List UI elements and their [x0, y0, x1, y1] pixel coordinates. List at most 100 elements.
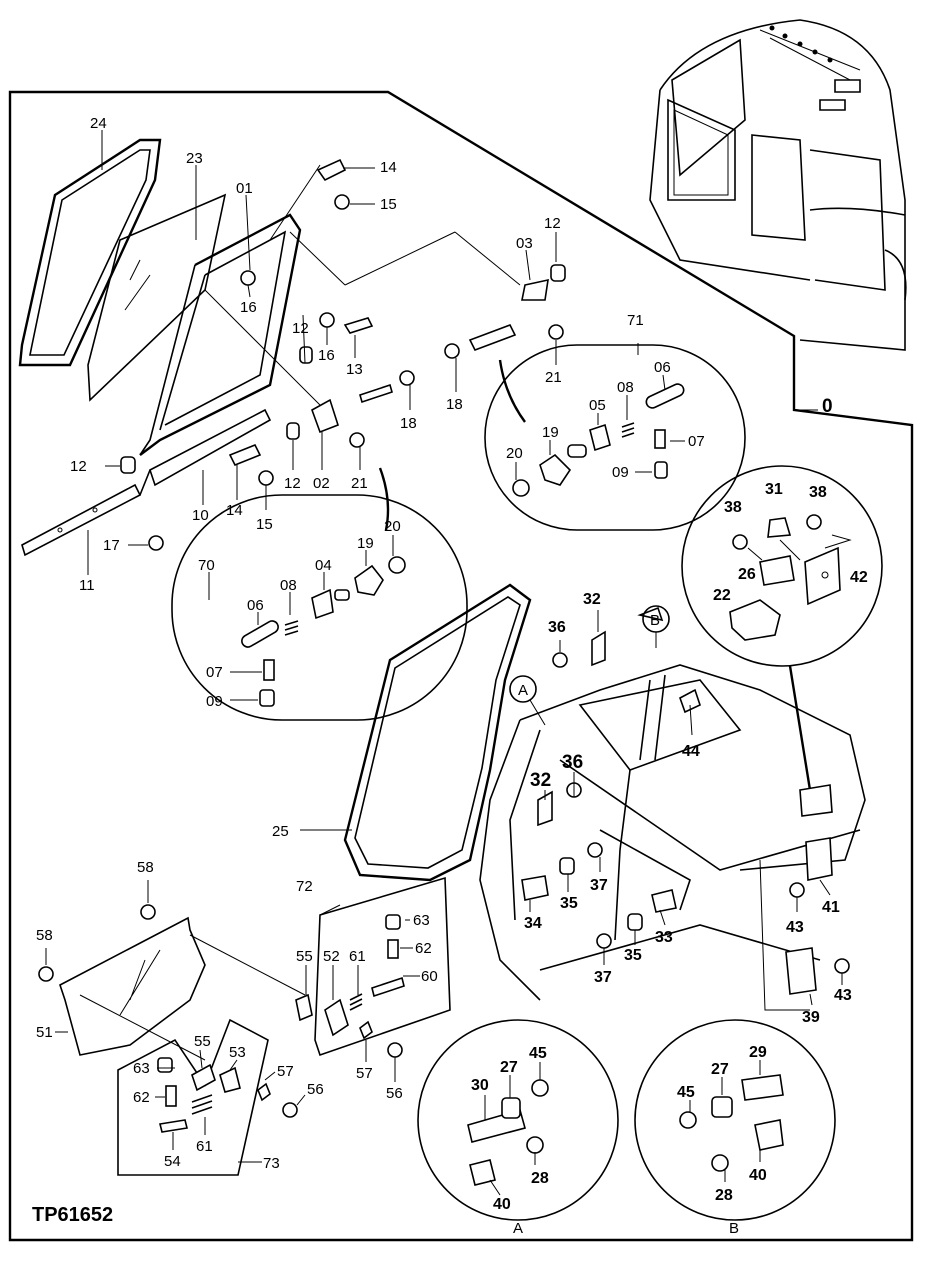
label-13: 13	[346, 361, 363, 378]
label-57-right: 57	[356, 1065, 373, 1082]
label-52: 52	[323, 948, 340, 965]
label-41: 41	[822, 899, 840, 916]
label-35-bottom: 35	[624, 947, 642, 964]
label-18-left: 18	[446, 396, 463, 413]
label-62-bottom: 62	[133, 1089, 150, 1106]
label-72: 72	[296, 878, 313, 895]
label-18-right: 18	[400, 415, 417, 432]
label-15-bottom: 15	[256, 516, 273, 533]
label-73: 73	[263, 1155, 280, 1172]
cab-part-labels: 25 32 36 44 32 36 34 35 37 33 37 35 43 4…	[272, 591, 852, 1026]
label-12-b: 12	[70, 458, 87, 475]
subassembly-70	[171, 467, 468, 721]
label-45-a: 45	[529, 1045, 547, 1062]
leader-lines-door	[87, 130, 557, 575]
label-12-a: 12	[292, 320, 309, 337]
label-62-top: 62	[415, 940, 432, 957]
label-27-b: 27	[711, 1061, 729, 1078]
label-24: 24	[90, 115, 107, 132]
label-31: 31	[765, 481, 783, 498]
label-33: 33	[655, 929, 673, 946]
label-61-bottom: 61	[196, 1138, 213, 1155]
label-63-bottom: 63	[133, 1060, 150, 1077]
label-19-g70: 19	[357, 535, 374, 552]
label-08-g71: 08	[617, 379, 634, 396]
callout-b	[642, 605, 670, 648]
detail-b-labels: 29 27 45 40 28 B	[677, 1044, 767, 1237]
subassembly-70-labels: 70 06 08 04 19 20 07 09	[198, 518, 401, 710]
window-latch-group-73	[117, 1018, 306, 1176]
label-45-b: 45	[677, 1084, 695, 1101]
label-39: 39	[802, 1009, 820, 1026]
label-07-g71: 07	[688, 433, 705, 450]
label-53: 53	[229, 1044, 246, 1061]
label-25: 25	[272, 823, 289, 840]
label-44: 44	[682, 743, 700, 760]
door-part-labels: 24 23 01 14 15 16 16 13 12 12 12 12 02 2…	[70, 115, 562, 594]
label-11: 11	[79, 577, 95, 594]
window-part-labels: 58 58 51 72 55 52 61 63 62 60 57 56 55 5…	[36, 859, 438, 1172]
label-22: 22	[713, 587, 731, 604]
label-05-g71: 05	[589, 397, 606, 414]
label-35-top: 35	[560, 895, 578, 912]
label-27-a: 27	[500, 1059, 518, 1076]
door-frame	[139, 213, 302, 456]
label-08-g70: 08	[280, 577, 297, 594]
label-15-top: 15	[380, 196, 397, 213]
label-55-bottom: 55	[194, 1033, 211, 1050]
label-10: 10	[192, 507, 209, 524]
label-60: 60	[421, 968, 438, 985]
label-40-b: 40	[749, 1167, 767, 1184]
subassembly-71	[484, 343, 746, 531]
label-51: 51	[36, 1024, 53, 1041]
label-16-right: 16	[318, 347, 335, 364]
label-56-right: 56	[386, 1085, 403, 1102]
detail-a	[417, 1019, 619, 1221]
detail-b-caption: B	[729, 1220, 739, 1237]
label-43-bottom: 43	[834, 987, 852, 1004]
label-30: 30	[471, 1077, 489, 1094]
label-06-g71: 06	[654, 359, 671, 376]
label-70: 70	[198, 557, 215, 574]
label-58-top: 58	[137, 859, 154, 876]
leader-lines-cab	[300, 610, 843, 1006]
label-04-g70: 04	[315, 557, 332, 574]
label-02: 02	[313, 475, 330, 492]
label-14-top: 14	[380, 159, 397, 176]
label-37-top: 37	[590, 877, 608, 894]
label-71: 71	[627, 312, 644, 329]
callout-b-label: B	[650, 612, 660, 629]
cab-door-seal	[343, 583, 532, 882]
label-28-b: 28	[715, 1187, 733, 1204]
label-20-g70: 20	[384, 518, 401, 535]
label-06-g70: 06	[247, 597, 264, 614]
label-61-top: 61	[349, 948, 366, 965]
label-36-mid: 36	[562, 752, 583, 773]
subassembly-71-labels: 71 06 08 05 19 20 07 09	[506, 312, 705, 481]
label-57-left: 57	[277, 1063, 294, 1080]
label-38-right: 38	[809, 484, 827, 501]
label-43-top: 43	[786, 919, 804, 936]
label-29: 29	[749, 1044, 767, 1061]
label-01: 01	[236, 180, 253, 197]
label-16-left: 16	[240, 299, 257, 316]
label-21-right: 21	[545, 369, 562, 386]
label-23: 23	[186, 150, 203, 167]
label-34: 34	[524, 915, 542, 932]
label-19-g71: 19	[542, 424, 559, 441]
label-36-top: 36	[548, 619, 566, 636]
sliding-window	[38, 904, 306, 1061]
label-54: 54	[164, 1153, 181, 1170]
cab-overview-illustration	[649, 19, 907, 351]
drawing-code: TP61652	[32, 1204, 113, 1226]
label-32-mid: 32	[530, 770, 551, 791]
label-26: 26	[738, 566, 756, 583]
latch-detail-labels: 31 38 38 26 42 22	[713, 481, 868, 604]
door-rail	[21, 408, 272, 557]
door-glass	[87, 193, 227, 402]
door-seal	[18, 138, 162, 367]
latch-detail	[681, 465, 883, 817]
label-12-c: 12	[284, 475, 301, 492]
label-09-g71: 09	[612, 464, 629, 481]
